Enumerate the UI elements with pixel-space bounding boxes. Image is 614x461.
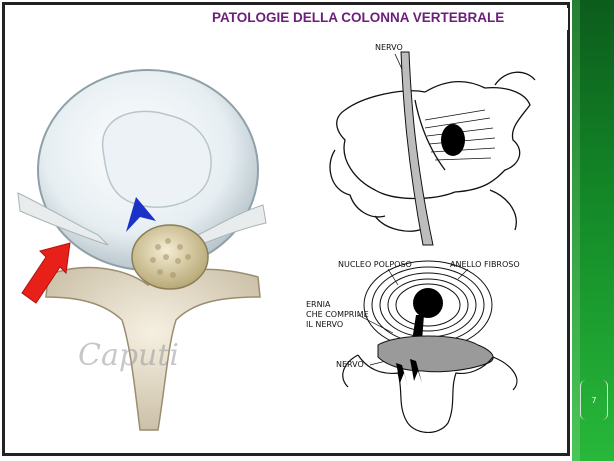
hernia-label-line2: CHE COMPRIME xyxy=(306,310,369,319)
nucleus-label: NUCLEO POLPOSO xyxy=(338,260,412,269)
spinal-cord xyxy=(132,225,208,289)
annulus-label: ANELLO FIBROSO xyxy=(450,260,520,269)
slide-title: PATOLOGIE DELLA COLONNA VERTEBRALE xyxy=(212,10,504,25)
nucleus-pulposus-dot xyxy=(413,288,443,318)
hernia-label-line1: ERNIA xyxy=(306,300,331,309)
page-number: 7 xyxy=(580,380,608,420)
disc-cross-section-diagram: NUCLEO POLPOSO ANELLO FIBROSO ERNIA CHE … xyxy=(298,255,568,445)
disc-bulge xyxy=(441,124,465,156)
vertebrae-side-diagram: NERVO xyxy=(315,40,555,250)
herniated-disc-illustration: Caputi xyxy=(8,35,278,445)
sidebar-highlight xyxy=(572,0,580,461)
hernia-label-line3: IL NERVO xyxy=(306,320,343,329)
watermark: Caputi xyxy=(78,338,179,373)
nerve-root-drawing xyxy=(401,52,433,245)
nerve-label-top: NERVO xyxy=(375,43,403,52)
spinal-canal xyxy=(378,336,493,372)
